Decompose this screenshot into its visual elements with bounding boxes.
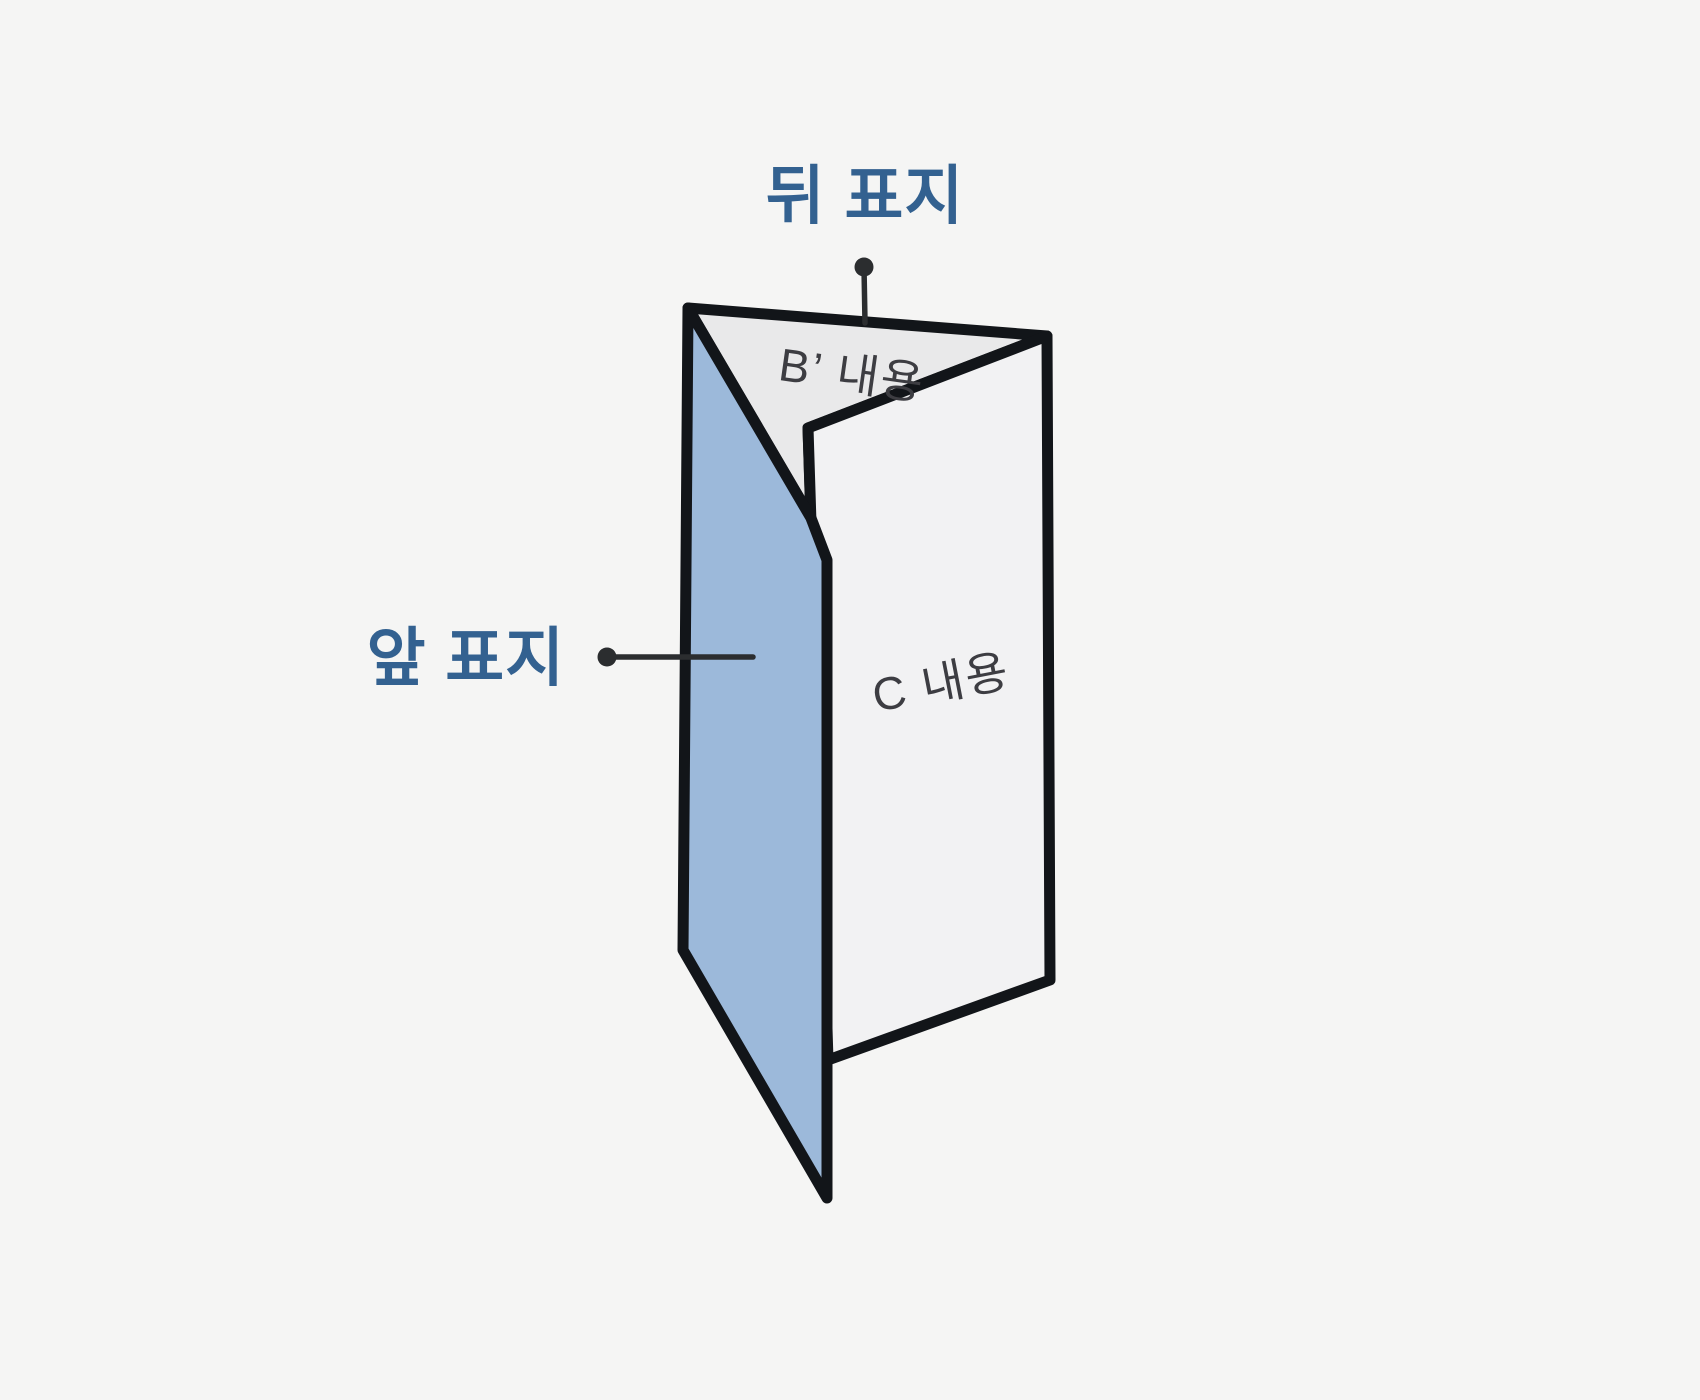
- front-cover-callout-dot: [597, 647, 617, 667]
- back-cover-callout-dot: [854, 257, 874, 277]
- back-cover-callout: 뒤 표지: [766, 160, 964, 326]
- back-cover-label: 뒤 표지: [766, 160, 964, 232]
- front-cover-callout: 앞 표지: [367, 622, 756, 694]
- front-cover-panel: [677, 302, 833, 1204]
- brochure-shape: [677, 302, 1056, 1204]
- front-cover-label: 앞 표지: [367, 622, 565, 694]
